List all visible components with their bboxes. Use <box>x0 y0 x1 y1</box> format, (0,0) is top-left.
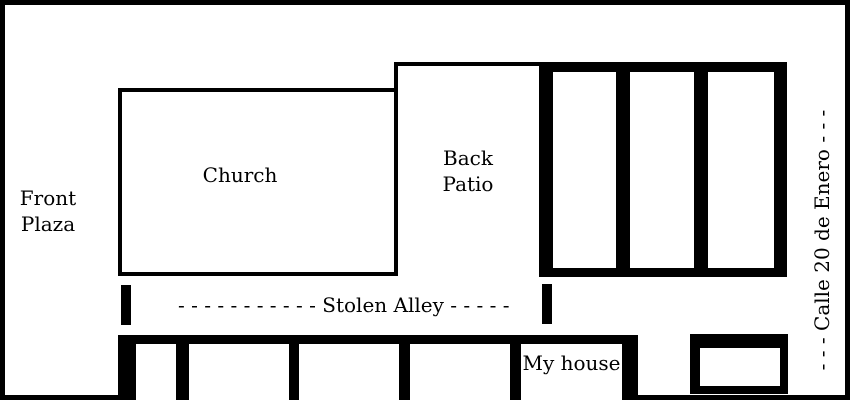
front-plaza-label: Front Plaza <box>8 185 88 237</box>
alley-post-east <box>542 284 552 324</box>
front-plaza-label-line2: Plaza <box>20 212 76 236</box>
south-house-1 <box>136 344 176 400</box>
east-building-block <box>539 62 787 277</box>
alley-post-west <box>121 285 131 325</box>
back-patio-label: Back Patio <box>428 145 508 197</box>
church-label: Church <box>202 163 278 187</box>
my-house <box>521 344 622 400</box>
corner-building-inner <box>700 348 780 386</box>
east-unit-3 <box>708 72 774 268</box>
south-houses-row <box>118 335 638 400</box>
front-plaza-label-line1: Front <box>19 186 77 210</box>
stolen-alley-label: - - - - - - - - - - - Stolen Alley - - -… <box>178 293 510 317</box>
south-house-4 <box>410 344 510 400</box>
south-house-2 <box>189 344 289 400</box>
east-unit-1 <box>553 72 616 268</box>
back-patio-label-line2: Patio <box>442 172 494 196</box>
my-house-label: My house <box>522 351 621 375</box>
church-building <box>118 88 398 276</box>
street-label: - - - Calle 20 de Enero - - - <box>810 109 834 371</box>
south-house-3 <box>299 344 399 400</box>
back-patio-label-line1: Back <box>443 146 493 170</box>
back-patio-outline <box>394 62 540 90</box>
east-unit-2 <box>630 72 694 268</box>
